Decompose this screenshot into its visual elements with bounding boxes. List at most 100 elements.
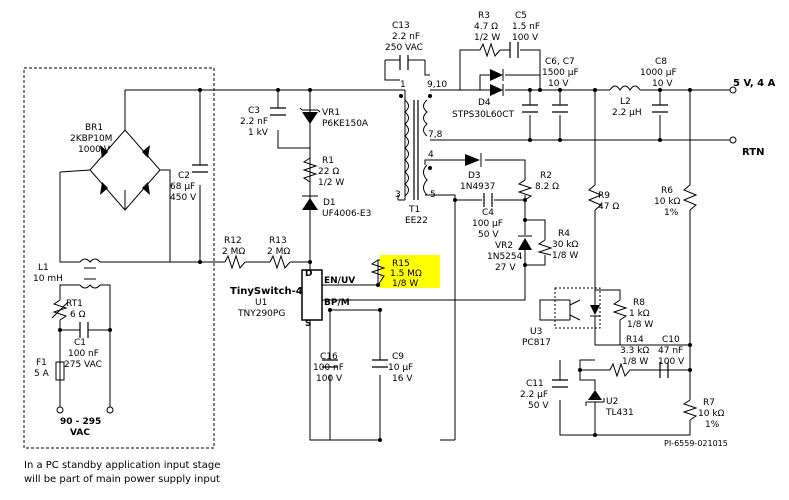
c5-value: 1.5 nF: [512, 22, 540, 32]
c4-value: 100 µF: [472, 219, 503, 229]
c3-ref: C3: [248, 106, 260, 116]
f1-value: 5 A: [34, 369, 50, 379]
r1-rating: 1/2 W: [318, 178, 344, 188]
c8-value: 1000 µF: [640, 68, 677, 78]
r15-rating: 1/8 W: [392, 279, 418, 289]
figure-id: PI-6559-021015: [664, 439, 728, 448]
vr1-part: P6KE150A: [322, 119, 369, 129]
r6-rating: 1%: [664, 208, 679, 218]
c9-value: 10 µF: [388, 363, 413, 373]
c67-ref: C6, C7: [545, 57, 575, 67]
r15-value: 1.5 MΩ: [390, 269, 422, 279]
d4-ref: D4: [478, 98, 491, 108]
r9-value: 47 Ω: [598, 202, 619, 212]
c16-ref: C16: [320, 352, 338, 362]
output-rtn-label: RTN: [742, 147, 764, 158]
r3-value: 4.7 Ω: [474, 22, 498, 32]
vr2-ref: VR2: [495, 241, 513, 251]
r2-ref: R2: [540, 171, 552, 181]
u1-pin-d: D: [305, 269, 312, 279]
vr2-part: 1N5254: [487, 252, 523, 262]
r1-ref: R1: [322, 156, 334, 166]
c1-value: 100 nF: [68, 349, 99, 359]
c2-rating: 450 V: [170, 193, 197, 203]
c11-value: 2.2 µF: [520, 390, 548, 400]
br1-part: 2KBP10M: [70, 134, 112, 144]
c16-rating: 100 V: [316, 374, 343, 384]
u2-part: TL431: [605, 408, 634, 418]
wires: [59, 49, 730, 441]
t1-pin-4: 4: [428, 150, 434, 160]
symbols: [51, 42, 737, 442]
c11-ref: C11: [526, 379, 544, 389]
t1-pin-1: 1: [400, 80, 406, 90]
l2-ref: L2: [620, 97, 631, 107]
u1-ref: U1: [255, 298, 267, 308]
r12-ref: R12: [224, 236, 242, 246]
c8-ref: C8: [655, 57, 667, 67]
r8-value: 1 kΩ: [629, 309, 650, 319]
d3-ref: D3: [468, 171, 481, 181]
r15-highlight: [380, 255, 440, 288]
r4-ref: R4: [558, 229, 570, 239]
u1-pin-s: S: [305, 319, 311, 329]
l1-ref: L1: [38, 263, 49, 273]
c2-ref: C2: [178, 171, 190, 181]
r3-ref: R3: [478, 11, 490, 21]
r13-value: 2 MΩ: [267, 247, 290, 257]
t1-part: EE22: [405, 216, 428, 226]
r6-ref: R6: [661, 186, 673, 196]
c11-rating: 50 V: [528, 401, 549, 411]
vr1-ref: VR1: [322, 108, 340, 118]
vr2-rating: 27 V: [495, 263, 516, 273]
u3-ref: U3: [530, 327, 542, 337]
t1-pin-3: 3: [395, 190, 401, 200]
c13-rating: 250 VAC: [385, 43, 423, 53]
c1-ref: C1: [74, 338, 86, 348]
u2-ref: U2: [606, 397, 618, 407]
c9-rating: 16 V: [392, 374, 413, 384]
r15-ref: R15: [392, 259, 410, 269]
input-stage-box: [23, 67, 215, 449]
r14-value: 3.3 kΩ: [620, 346, 649, 356]
c5-rating: 100 V: [512, 33, 539, 43]
footnote-line-2: will be part of main power supply input: [24, 474, 220, 485]
rt1-value: 6 Ω: [70, 310, 86, 320]
u3-part: PC817: [522, 338, 551, 348]
r14-rating: 1/8 W: [622, 357, 648, 367]
c4-ref: C4: [482, 208, 494, 218]
l2-value: 2.2 µH: [612, 108, 642, 118]
r7-value: 10 kΩ: [698, 409, 725, 419]
r8-ref: R8: [633, 298, 645, 308]
c67-value: 1500 µF: [542, 68, 579, 78]
d4-part: STPS30L60CT: [452, 110, 515, 120]
c5-ref: C5: [515, 11, 527, 21]
r9-ref: R9: [598, 191, 610, 201]
t1-pin-910: 9,10: [427, 80, 447, 90]
f1-ref: F1: [36, 358, 47, 368]
c10-ref: C10: [662, 335, 680, 345]
input-range: 90 - 295: [60, 417, 101, 427]
r14-ref: R14: [626, 335, 644, 345]
r7-rating: 1%: [705, 420, 720, 430]
u1-family: TinySwitch-4: [230, 286, 303, 297]
t1-pin-78: 7,8: [428, 130, 443, 140]
input-unit: VAC: [70, 428, 90, 438]
c9-ref: C9: [392, 352, 404, 362]
br1-rating: 1000 V: [78, 145, 111, 155]
br1-ref: BR1: [85, 123, 103, 133]
c13-value: 2.2 nF: [392, 32, 420, 42]
d3-part: 1N4937: [460, 182, 495, 192]
u1-part: TNY290PG: [237, 309, 285, 319]
u1-pin-enuv: EN/UV: [324, 276, 355, 286]
output-5v-label: 5 V, 4 A: [733, 78, 776, 89]
c3-value: 2.2 nF: [240, 117, 268, 127]
r4-rating: 1/8 W: [552, 251, 578, 261]
u1-pin-bpm: BP/M: [324, 298, 350, 308]
c10-rating: 100 V: [658, 357, 685, 367]
c4-rating: 50 V: [478, 230, 499, 240]
d1-part: UF4006-E3: [322, 209, 371, 219]
c8-rating: 10 V: [652, 79, 673, 89]
r2-value: 8.2 Ω: [535, 182, 559, 192]
